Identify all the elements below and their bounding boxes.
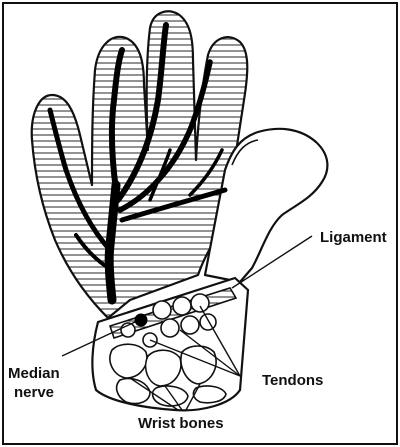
- wrist-bones: [110, 344, 226, 406]
- label-ligament: Ligament: [320, 229, 387, 246]
- label-median-line1: Median: [8, 365, 60, 382]
- label-wrist-bones: Wrist bones: [138, 415, 224, 432]
- median-nerve-dot: [135, 314, 148, 327]
- label-median-line2: nerve: [14, 384, 54, 401]
- label-tendons: Tendons: [262, 372, 323, 389]
